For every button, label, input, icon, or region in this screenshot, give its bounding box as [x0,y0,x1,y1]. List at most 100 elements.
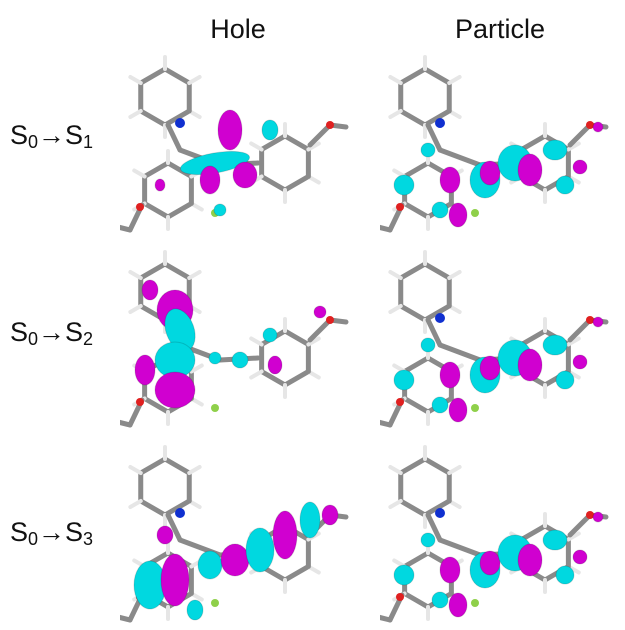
hydrogen-bond [306,336,321,347]
negative-lobe [156,525,174,545]
bond [380,614,393,623]
negative-lobe [141,279,159,301]
bond [282,174,311,193]
oxygen-atom [326,316,334,324]
fluorine-atom [471,599,479,607]
negative-lobe [517,348,543,382]
positive-lobe [393,174,415,196]
state-index: 0 [28,132,39,152]
state-letter: S [65,517,84,547]
positive-lobe [420,142,436,158]
particle-orbital-s2 [380,250,610,435]
positive-lobe [420,532,436,548]
hydrogen-bond [132,168,147,179]
state-letter: S [10,317,29,347]
positive-lobe [542,139,568,161]
bond [162,456,192,476]
bond [422,108,452,128]
oxygen-atom [396,593,404,601]
bond [402,550,431,569]
negative-lobe [199,165,221,195]
positive-lobe [431,201,449,219]
positive-lobe [393,564,415,586]
positive-lobe [555,370,575,390]
oxygen-atom [396,203,404,211]
positive-lobe [542,334,568,356]
bond [422,303,452,323]
hydrogen-bond [187,75,202,85]
bond [402,591,431,610]
bond [398,498,428,518]
bond [165,160,194,179]
negative-lobe [448,397,468,423]
bond [398,66,428,86]
bond [162,66,192,86]
molecule-svg [120,55,349,233]
positive-lobe [208,351,222,365]
molecule-svg [380,445,609,623]
bond [138,108,168,128]
bond [398,108,428,128]
state-index: 1 [83,132,94,152]
positive-lobe [197,550,223,580]
bond [165,122,183,153]
hydrogen-bond [249,369,264,380]
bond [138,456,168,476]
column-header-hole: Hole [210,14,266,44]
hydrogen-bond [566,336,581,347]
positive-lobe [420,337,436,353]
positive-lobe [555,565,575,585]
nitrogen-atom [175,508,185,518]
row-label-s0-s3: S0→S3 [10,517,93,550]
hydrogen-bond [566,531,581,542]
negative-lobe [517,153,543,187]
bond [437,537,483,558]
negative-lobe [448,592,468,618]
bond [402,160,431,179]
row-label-s0-s1: S0→S1 [10,120,93,153]
nitrogen-atom [435,508,445,518]
positive-lobe [431,396,449,414]
bond [282,133,311,152]
bond [259,174,288,193]
hydrogen-bond [447,465,462,475]
hole-orbital-s1 [120,55,350,240]
hydrogen-bond [388,304,403,314]
bond [307,122,333,148]
positive-lobe [262,327,278,343]
negative-lobe [439,556,461,584]
positive-lobe [393,369,415,391]
bond [402,201,431,220]
hydrogen-bond [187,465,202,475]
negative-lobe [232,161,258,189]
negative-lobe [272,510,298,560]
positive-lobe [245,527,275,573]
hydrogen-bond [128,465,143,475]
bond [282,564,311,583]
bond [138,261,168,281]
bond [162,498,192,518]
bond [402,355,431,374]
bond [120,419,133,428]
bond [142,201,171,220]
nitrogen-atom [435,313,445,323]
bond [425,317,443,348]
hydrogen-bond [189,363,204,374]
bond [162,261,192,281]
bond [259,369,288,388]
bond [380,419,393,428]
oxygen-atom [136,203,144,211]
hydrogen-bond [306,141,321,152]
negative-lobe [439,166,461,194]
particle-orbital-s1 [380,55,610,240]
positive-lobe [231,351,249,369]
oxygen-atom [586,316,594,324]
positive-lobe [261,119,279,141]
negative-lobe [134,354,156,386]
negative-lobe [572,354,588,370]
row-label-s0-s2: S0→S2 [10,317,93,350]
state-letter: S [10,120,29,150]
oxygen-atom [326,121,334,129]
hydrogen-bond [388,270,403,280]
state-index: 0 [28,529,39,549]
